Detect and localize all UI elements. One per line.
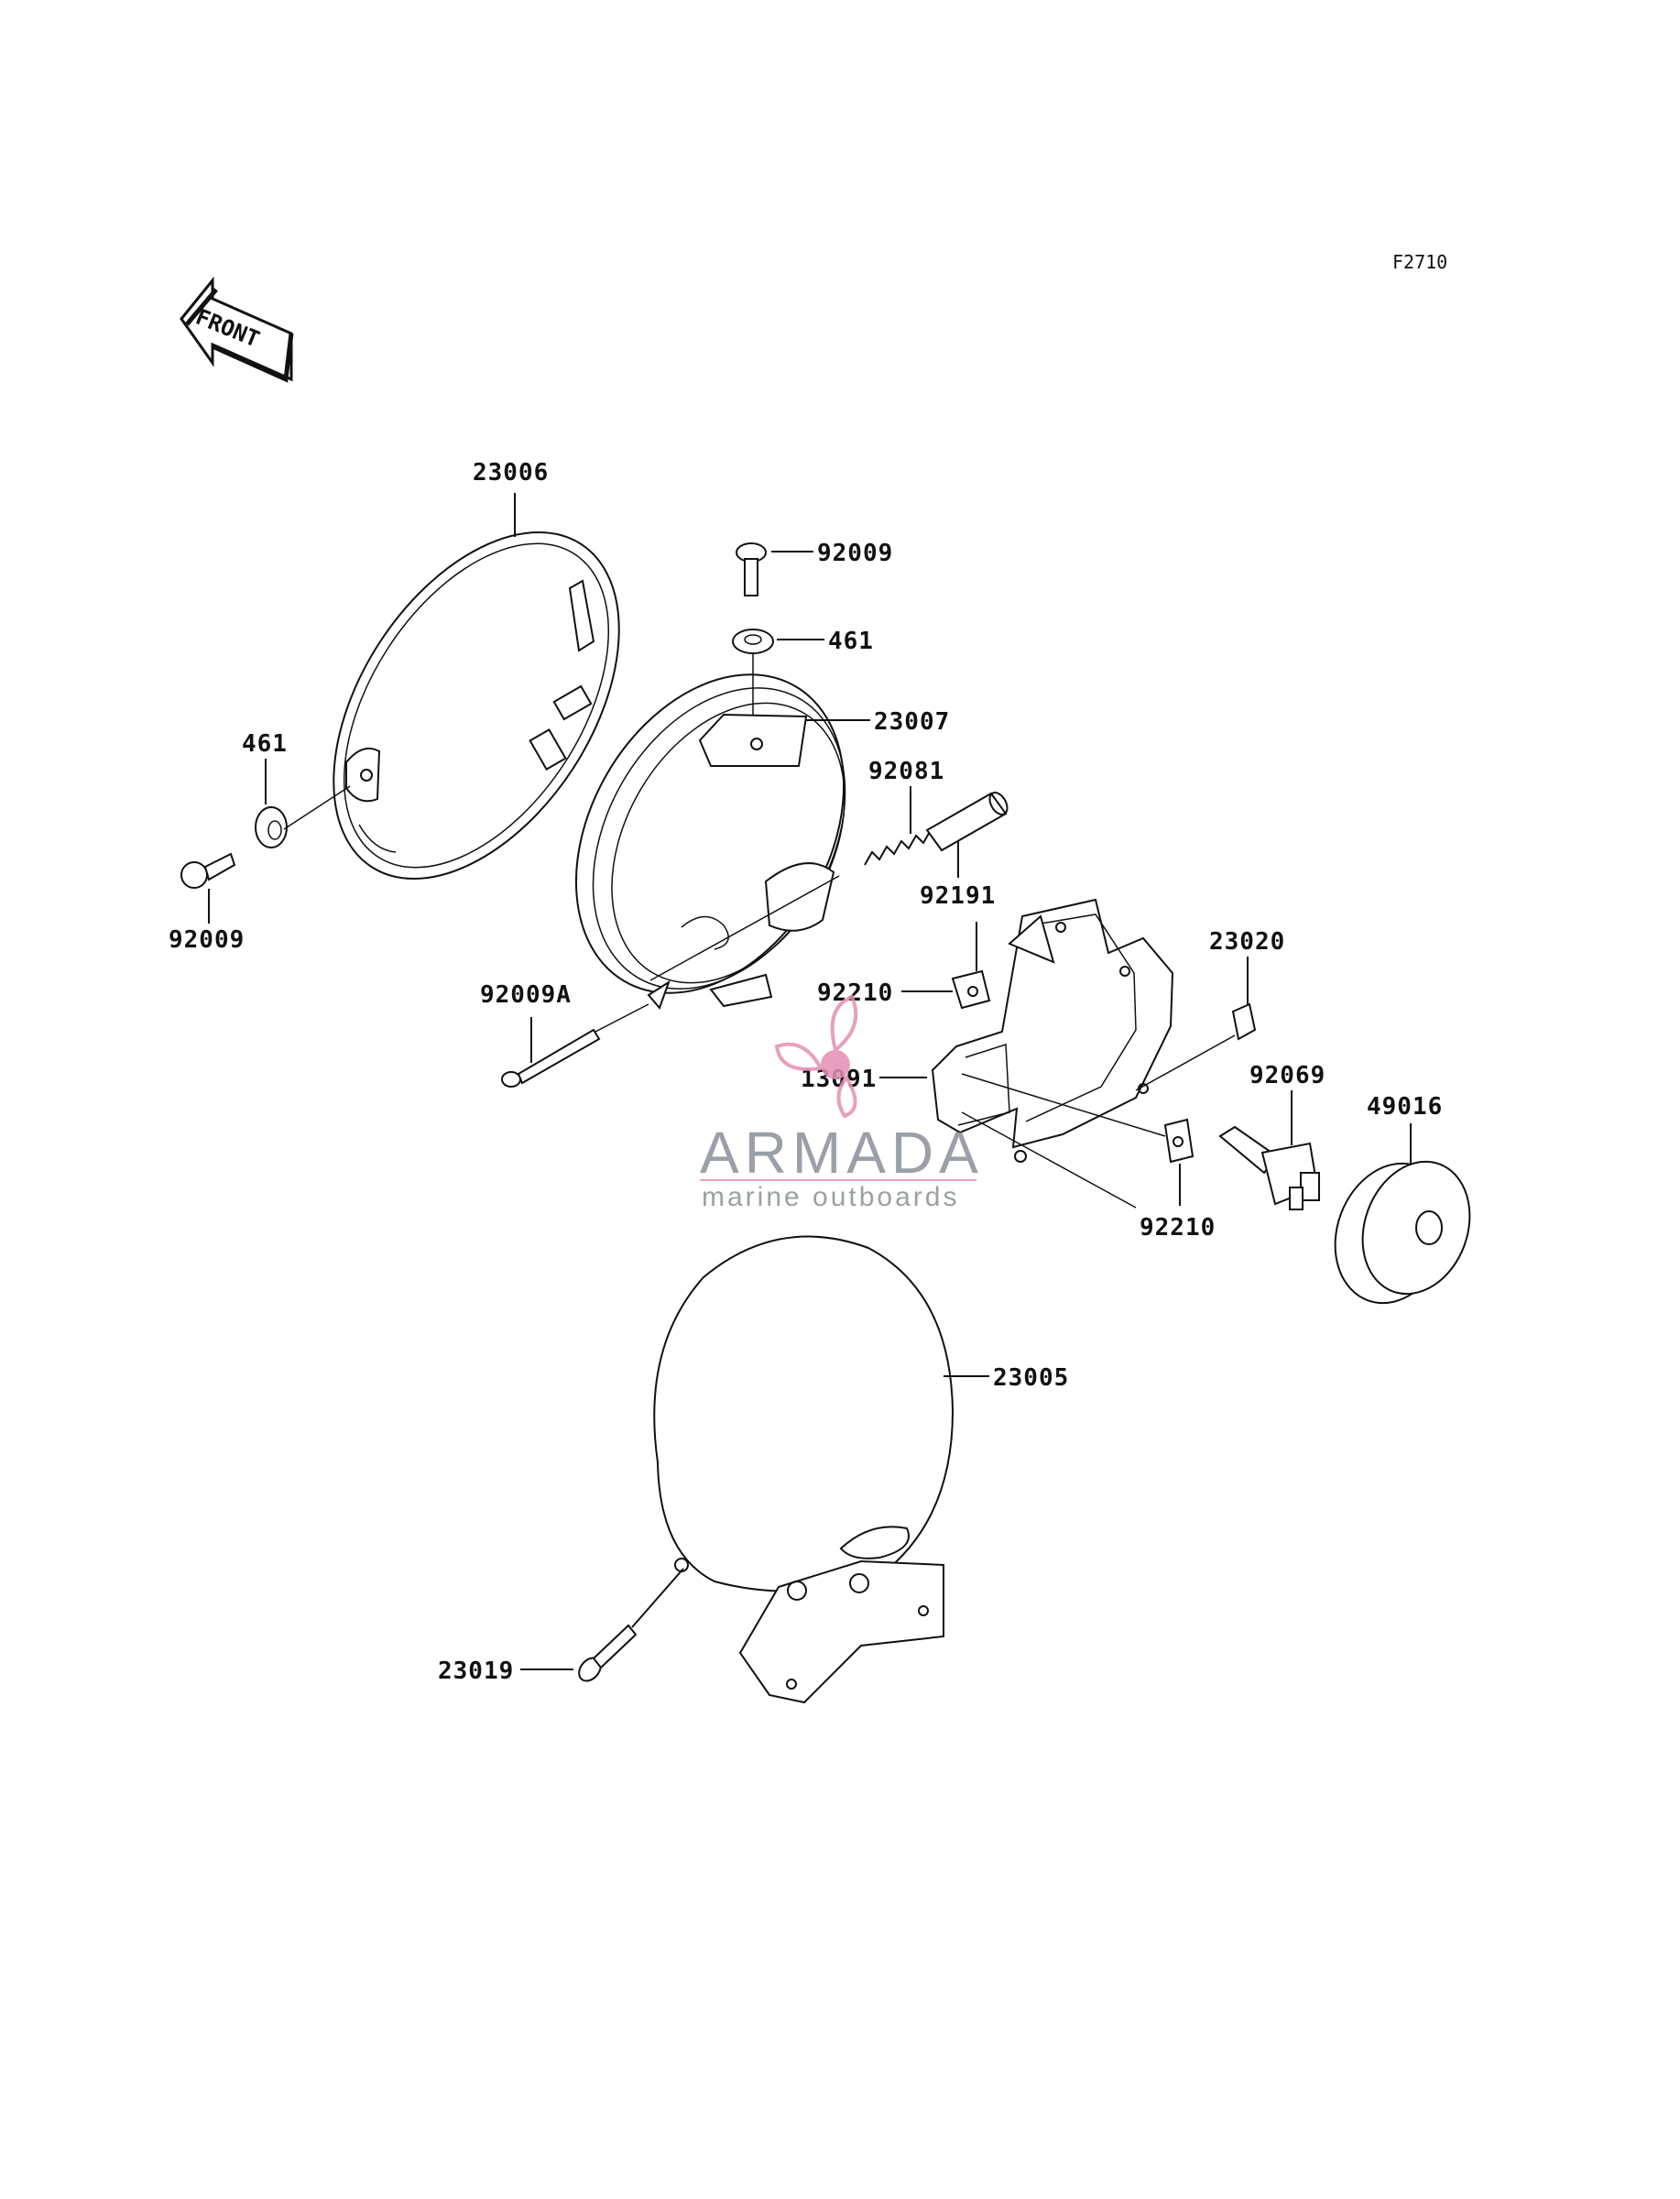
label-23006: 23006 xyxy=(473,459,549,487)
headlight-rim xyxy=(333,531,620,881)
label-92009A: 92009A xyxy=(480,981,572,1009)
housing-bolt xyxy=(578,1624,638,1682)
dust-cap xyxy=(1334,1160,1471,1305)
label-461-top: 461 xyxy=(828,628,874,655)
label-92009-top: 92009 xyxy=(817,540,893,567)
label-92210-lower: 92210 xyxy=(1140,1214,1216,1242)
label-23020: 23020 xyxy=(1209,928,1285,956)
label-92009-left: 92009 xyxy=(169,926,245,954)
headlight-housing xyxy=(653,1235,955,1704)
screw-left xyxy=(180,852,236,889)
figure-code: F2710 xyxy=(1392,251,1447,273)
label-92069: 92069 xyxy=(1249,1062,1325,1089)
label-461-left: 461 xyxy=(242,730,288,758)
headlight-bracket xyxy=(931,898,1174,1163)
washer-top xyxy=(732,629,774,654)
label-92081: 92081 xyxy=(868,758,944,785)
tube xyxy=(925,792,1009,852)
headlight-bulb xyxy=(1218,1125,1320,1210)
headlight-unit xyxy=(574,673,846,1010)
watermark-brand: ARMADA xyxy=(700,1120,984,1186)
label-23019: 23019 xyxy=(438,1657,514,1685)
label-92191: 92191 xyxy=(920,882,996,910)
adjust-screw xyxy=(501,1028,601,1088)
label-23005: 23005 xyxy=(993,1364,1069,1392)
washer-left xyxy=(255,806,288,848)
screw-top xyxy=(736,542,767,596)
clip xyxy=(1231,1002,1257,1041)
front-arrow-icon: FRONT xyxy=(180,276,294,383)
label-49016: 49016 xyxy=(1367,1093,1443,1121)
watermark: ARMADA marine outboards xyxy=(700,994,984,1212)
propeller-logo-icon xyxy=(774,994,858,1119)
watermark-tagline: marine outboards xyxy=(702,1182,959,1212)
nut-upper xyxy=(951,969,991,1010)
label-23007: 23007 xyxy=(874,708,950,736)
nut-lower xyxy=(1163,1118,1195,1164)
